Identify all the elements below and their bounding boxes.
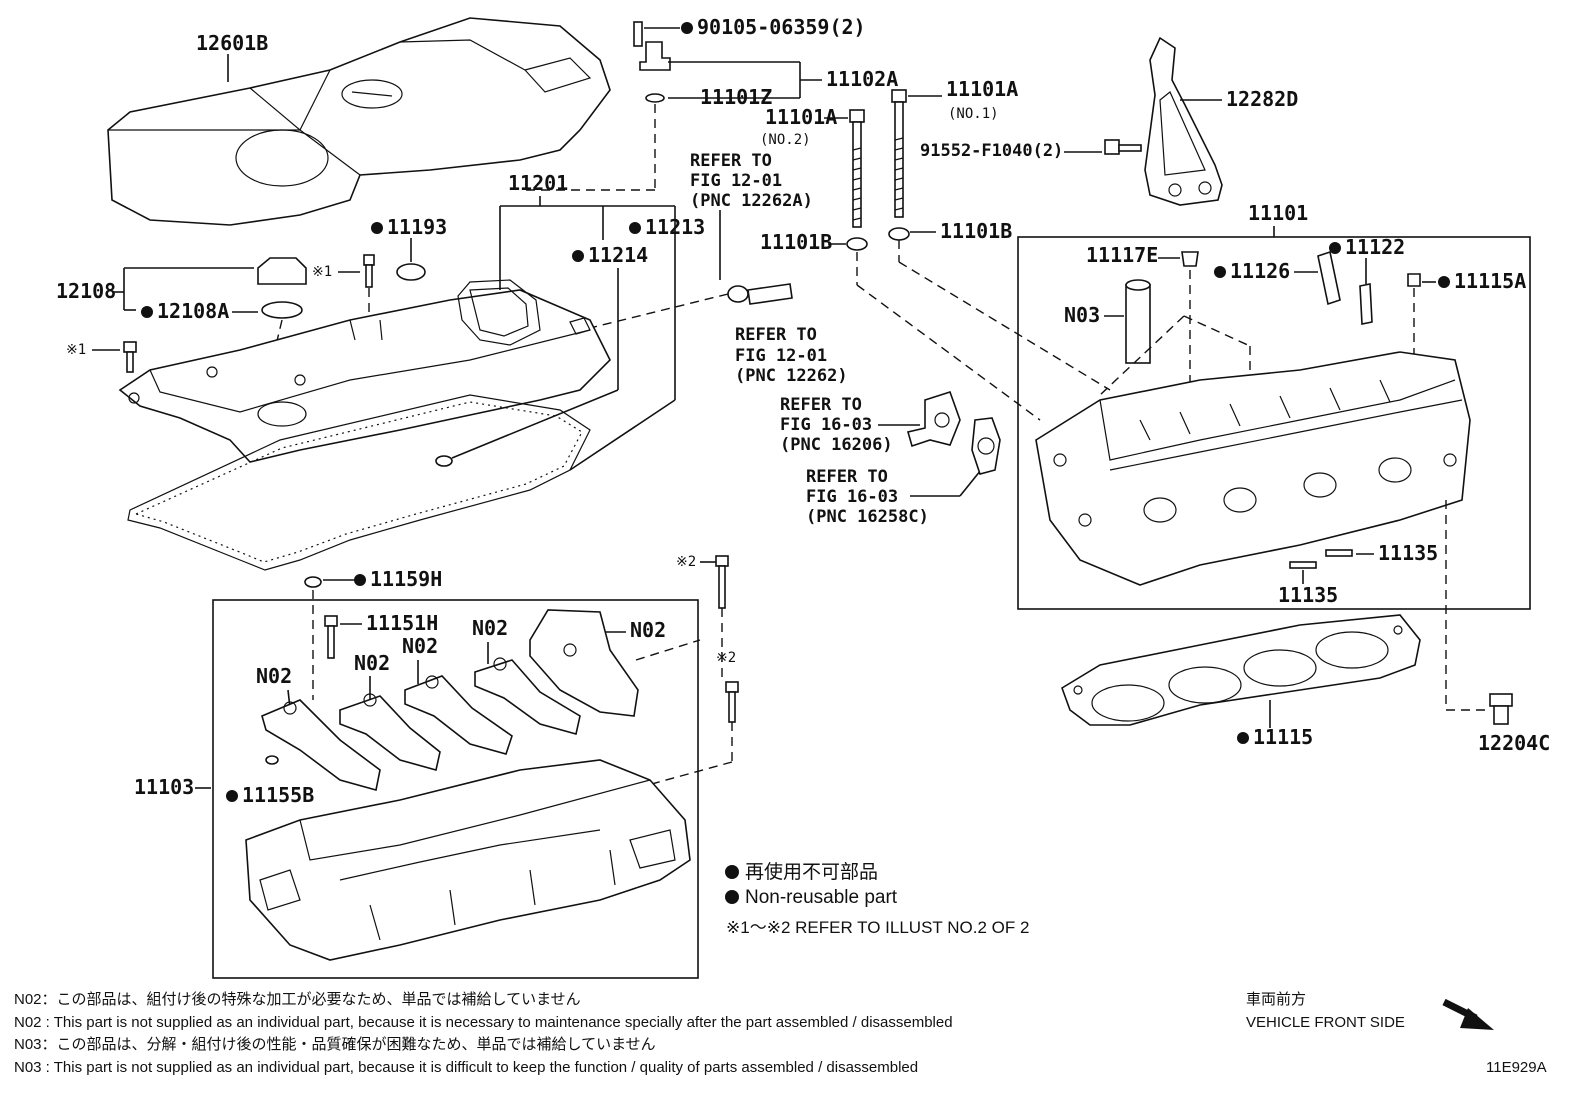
head-bolt-no2 [849, 109, 865, 228]
guide-11122 [1359, 283, 1373, 325]
washer-right [888, 227, 910, 241]
front-arrow-icon [1442, 998, 1494, 1030]
legend-en: Non-reusable part [745, 887, 898, 908]
label-n02-e: N02 [630, 618, 666, 642]
label-11102A: 11102A [826, 67, 898, 91]
label-12282D: 12282D [1226, 87, 1298, 111]
pin-11135-a [1325, 549, 1353, 557]
label-11122: 11122 [1345, 235, 1405, 259]
nonreusable-dot [681, 22, 693, 34]
ref1-line2: FIG 12-01 [690, 171, 782, 191]
label-90105: 90105-06359(2) [697, 15, 866, 39]
label-11117E: 11117E [1086, 243, 1158, 267]
label-12108: 12108 [56, 279, 116, 303]
ref3-line2: FIG 16-03 [780, 415, 872, 435]
label-11193: 11193 [387, 215, 447, 239]
head-bolt-no1 [891, 89, 907, 218]
front-en: VEHICLE FRONT SIDE [1246, 1014, 1405, 1031]
legend-refer: ※1～※2 REFER TO ILLUST NO.2 OF 2 [726, 918, 1029, 937]
label-11101: 11101 [1248, 201, 1308, 225]
hose-part [727, 283, 793, 305]
head-gasket-part [1061, 614, 1421, 726]
cylinder-head-part [1035, 351, 1471, 586]
washer-left [846, 237, 868, 251]
mark-2a: ※2 [676, 554, 696, 570]
ref1-line3: (PNC 12262A) [690, 191, 813, 211]
camshaft-housing-part [245, 759, 691, 961]
plug-11155B [265, 755, 279, 765]
label-91552: 91552-F1040(2) [920, 141, 1063, 161]
plug-11115A [1407, 273, 1421, 287]
label-n02-a: N02 [256, 664, 292, 688]
label-11101B-left: 11101B [760, 230, 832, 254]
legend-jp: 再使用不可部品 [745, 861, 878, 883]
label-11115: 11115 [1253, 725, 1313, 749]
note-n03-jp: N03：この部品は、分解・組付け後の性能・品質確保が困難なため、単品では補給して… [14, 1035, 656, 1053]
pin-11126 [1317, 250, 1341, 306]
gasket-small-part [971, 417, 1001, 475]
label-11155B: 11155B [242, 783, 314, 807]
ref4-line3: (PNC 16258C) [806, 507, 929, 527]
front-jp: 車両前方 [1246, 991, 1306, 1008]
label-11159H: 11159H [370, 567, 442, 591]
ref1-line1: REFER TO [690, 151, 772, 171]
thermostat-part [907, 391, 961, 448]
seal-11159H [304, 576, 322, 588]
label-11115A: 11115A [1454, 269, 1526, 293]
label-11135-a: 11135 [1378, 541, 1438, 565]
plug-11193 [396, 263, 426, 281]
housing-group-box [212, 599, 699, 979]
head-cover-part [118, 279, 611, 463]
ref3-line1: REFER TO [780, 395, 862, 415]
label-12108A: 12108A [157, 299, 229, 323]
note-n02-jp: N02：この部品は、組付け後の特殊な加工が必要なため、単品では補給していません [14, 991, 581, 1008]
label-11101Z: 11101Z [700, 85, 772, 109]
hanger-bolt-part [1104, 139, 1142, 155]
label-N03: N03 [1064, 303, 1100, 327]
ref4-line2: FIG 16-03 [806, 487, 898, 507]
illust-number: 11E929A [1486, 1059, 1547, 1076]
mark-1a: ※1 [312, 264, 332, 280]
label-11201: 11201 [508, 171, 568, 195]
plug-11117E [1181, 251, 1199, 267]
plug-12204C [1489, 693, 1513, 725]
ref2-line1: REFER TO [735, 325, 817, 345]
mark-1b: ※1 [66, 342, 86, 358]
label-11103: 11103 [134, 775, 194, 799]
label-11151H: 11151H [366, 611, 438, 635]
label-n02-b: N02 [354, 651, 390, 675]
ref3-line3: (PNC 16206) [780, 435, 893, 455]
label-11101A-no1: 11101A [946, 77, 1018, 101]
ref2-line2: FIG 12-01 [735, 346, 827, 366]
label-12601B: 12601B [196, 31, 268, 55]
label-11101A-no2-note: (NO.2) [760, 132, 811, 148]
label-11135-b: 11135 [1278, 583, 1338, 607]
label-12204C: 12204C [1478, 731, 1550, 755]
head-cover-gasket [127, 394, 591, 571]
label-11101B-right: 11101B [940, 219, 1012, 243]
engine-hanger-part [1144, 36, 1223, 206]
engine-cover-part [107, 17, 611, 226]
mark-2b: ※2 [716, 650, 736, 666]
label-n02-d: N02 [472, 616, 508, 640]
pin-11135-b [1289, 561, 1317, 569]
oil-cap-part [257, 257, 307, 319]
label-11214: 11214 [588, 243, 648, 267]
note-n02-en: N02 : This part is not supplied as an in… [14, 1014, 953, 1031]
note-n03-en: N03 : This part is not supplied as an in… [14, 1059, 918, 1076]
cam-sensor-part [633, 21, 671, 103]
label-11126: 11126 [1230, 259, 1290, 283]
label-11101A-no2: 11101A [765, 105, 837, 129]
n03-tube-part [1125, 279, 1151, 364]
label-11101A-no1-note: (NO.1) [948, 106, 999, 122]
ref2-line3: (PNC 12262) [735, 366, 848, 386]
ref4-line1: REFER TO [806, 467, 888, 487]
label-n02-c: N02 [402, 634, 438, 658]
bearing-caps [261, 609, 639, 792]
